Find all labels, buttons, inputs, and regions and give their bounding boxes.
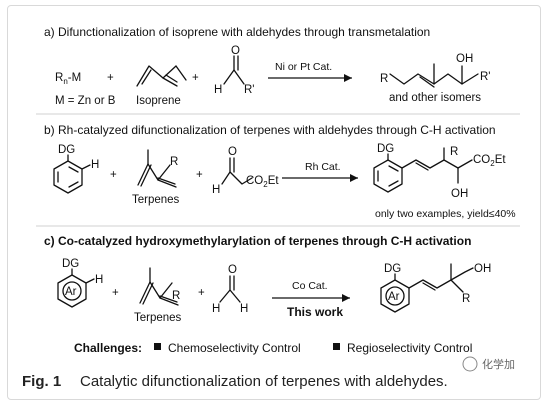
section-c-title: c) Co-catalyzed hydroxymethylarylation o… — [44, 234, 471, 248]
caption-fig: Fig. 1 — [22, 373, 61, 390]
arene-c-ring — [62, 281, 82, 301]
section-c-plus-2: + — [198, 287, 205, 299]
aldehyde-a-o: O — [231, 45, 240, 57]
terpene-c-r: R — [172, 290, 180, 302]
watermark: 化学加 — [482, 357, 515, 371]
section-a-plus-2: + — [192, 72, 199, 84]
formaldehyde-c-structure — [219, 275, 241, 303]
arrowhead-c — [342, 294, 350, 302]
challenge-item-2: Regioselectivity Control — [347, 341, 472, 355]
product-b-note: only two examples, yield≤40% — [375, 208, 516, 220]
challenge-bullet-1 — [154, 343, 161, 350]
glyoxylate-b-structure — [221, 157, 253, 185]
watermark-logo-icon — [462, 356, 478, 372]
product-b-ester: CO2Et — [473, 154, 506, 168]
section-a-title: a) Difunctionalization of isoprene with … — [44, 25, 430, 39]
terpene-c-label: Terpenes — [134, 312, 182, 324]
arrowhead-b — [350, 174, 358, 182]
glyoxylate-b-o: O — [228, 146, 237, 158]
glyoxylate-b-ester: CO2Et — [246, 175, 279, 189]
product-a-note: and other isomers — [389, 92, 481, 104]
arene-c-h: H — [95, 274, 103, 286]
product-c-r: R — [462, 293, 470, 305]
caption-text: Catalytic difunctionalization of terpene… — [80, 373, 448, 390]
glyoxylate-b-h: H — [212, 184, 220, 196]
product-c-oh: OH — [474, 263, 491, 275]
product-b-oh: OH — [451, 188, 468, 200]
product-c-dg: DG — [384, 263, 401, 275]
product-c-ring — [385, 286, 405, 306]
terpene-c-structure — [139, 267, 179, 306]
section-a-metal-note: M = Zn or B — [55, 95, 116, 107]
terpene-b-label: Terpenes — [132, 194, 180, 206]
isoprene-structure — [136, 65, 187, 87]
product-a-oh: OH — [456, 53, 473, 65]
arrowhead-a — [344, 74, 352, 82]
product-b-r: R — [450, 146, 458, 158]
terpene-b-structure — [137, 149, 177, 188]
aldehyde-a-structure — [223, 55, 245, 85]
product-a-structure — [389, 63, 479, 88]
product-b-structure — [373, 147, 473, 193]
arene-c-dg: DG — [62, 258, 79, 270]
aldehyde-a-h: H — [214, 84, 222, 96]
section-a-reagent: Rn-M — [55, 72, 81, 86]
challenge-bullet-2 — [333, 343, 340, 350]
section-b-plus-2: + — [196, 169, 203, 181]
product-a-r2: R' — [480, 71, 491, 83]
this-work-label: This work — [287, 305, 343, 319]
product-c-structure — [380, 263, 474, 313]
product-a-r: R — [380, 73, 388, 85]
section-c-plus-1: + — [112, 287, 119, 299]
figure-frame — [7, 5, 541, 400]
section-b-title: b) Rh-catalyzed difunctionalization of t… — [44, 123, 496, 137]
formaldehyde-c-h2: H — [240, 303, 248, 315]
challenge-item-1: Chemoselectivity Control — [168, 341, 301, 355]
catalyst-b: Rh Cat. — [305, 161, 341, 173]
catalyst-c: Co Cat. — [292, 280, 328, 292]
section-a-plus-1: + — [107, 72, 114, 84]
terpene-b-r: R — [170, 156, 178, 168]
section-b-plus-1: + — [110, 169, 117, 181]
arene-c-structure — [57, 268, 95, 308]
formaldehyde-c-o: O — [228, 264, 237, 276]
formaldehyde-c-h1: H — [212, 303, 220, 315]
benzene-b-dg: DG — [58, 144, 75, 156]
arene-c-ar: Ar — [65, 286, 77, 298]
product-c-ar: Ar — [388, 291, 400, 303]
benzene-b-h: H — [91, 159, 99, 171]
product-b-dg: DG — [377, 143, 394, 155]
isoprene-label: Isoprene — [136, 95, 181, 107]
challenges-label: Challenges: — [74, 341, 142, 355]
aldehyde-a-r: R' — [244, 84, 255, 96]
catalyst-a: Ni or Pt Cat. — [275, 61, 332, 73]
benzene-b-structure — [53, 154, 91, 194]
